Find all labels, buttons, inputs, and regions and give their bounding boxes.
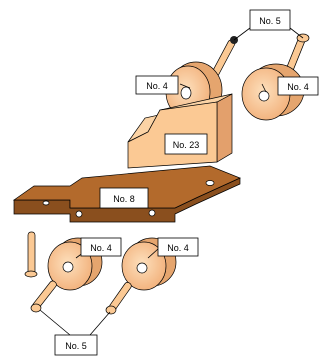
label-wheel-bottom-right: No. 4 xyxy=(157,237,199,257)
svg-text:No. 5: No. 5 xyxy=(259,16,281,26)
label-axle-peg-bottom: No. 5 xyxy=(54,334,98,356)
axle-peg-bottom-left xyxy=(30,280,57,313)
axle-peg-bottom-upright xyxy=(24,231,38,278)
svg-text:No. 4: No. 4 xyxy=(287,82,309,92)
base-plate-hole xyxy=(75,210,83,218)
svg-text:No. 4: No. 4 xyxy=(90,243,112,253)
svg-text:No. 4: No. 4 xyxy=(146,81,168,91)
base-plate-hole xyxy=(205,180,215,186)
label-axle-peg-top: No. 5 xyxy=(249,9,291,31)
svg-text:No. 23: No. 23 xyxy=(173,140,200,150)
base-plate-hole xyxy=(148,209,156,217)
label-cab-block: No. 23 xyxy=(164,133,208,155)
label-wheel-bottom-left: No. 4 xyxy=(80,237,122,257)
svg-text:No. 5: No. 5 xyxy=(65,341,87,351)
label-wheel-top-left: No. 4 xyxy=(135,75,179,95)
base-plate-hole xyxy=(42,200,50,206)
label-wheel-top-right: No. 4 xyxy=(277,76,319,96)
axle-peg-bottom-right xyxy=(105,282,132,315)
label-base-plate: No. 8 xyxy=(99,187,149,209)
base-plate xyxy=(12,165,241,223)
svg-text:No. 8: No. 8 xyxy=(113,194,135,204)
svg-text:No. 4: No. 4 xyxy=(167,243,189,253)
